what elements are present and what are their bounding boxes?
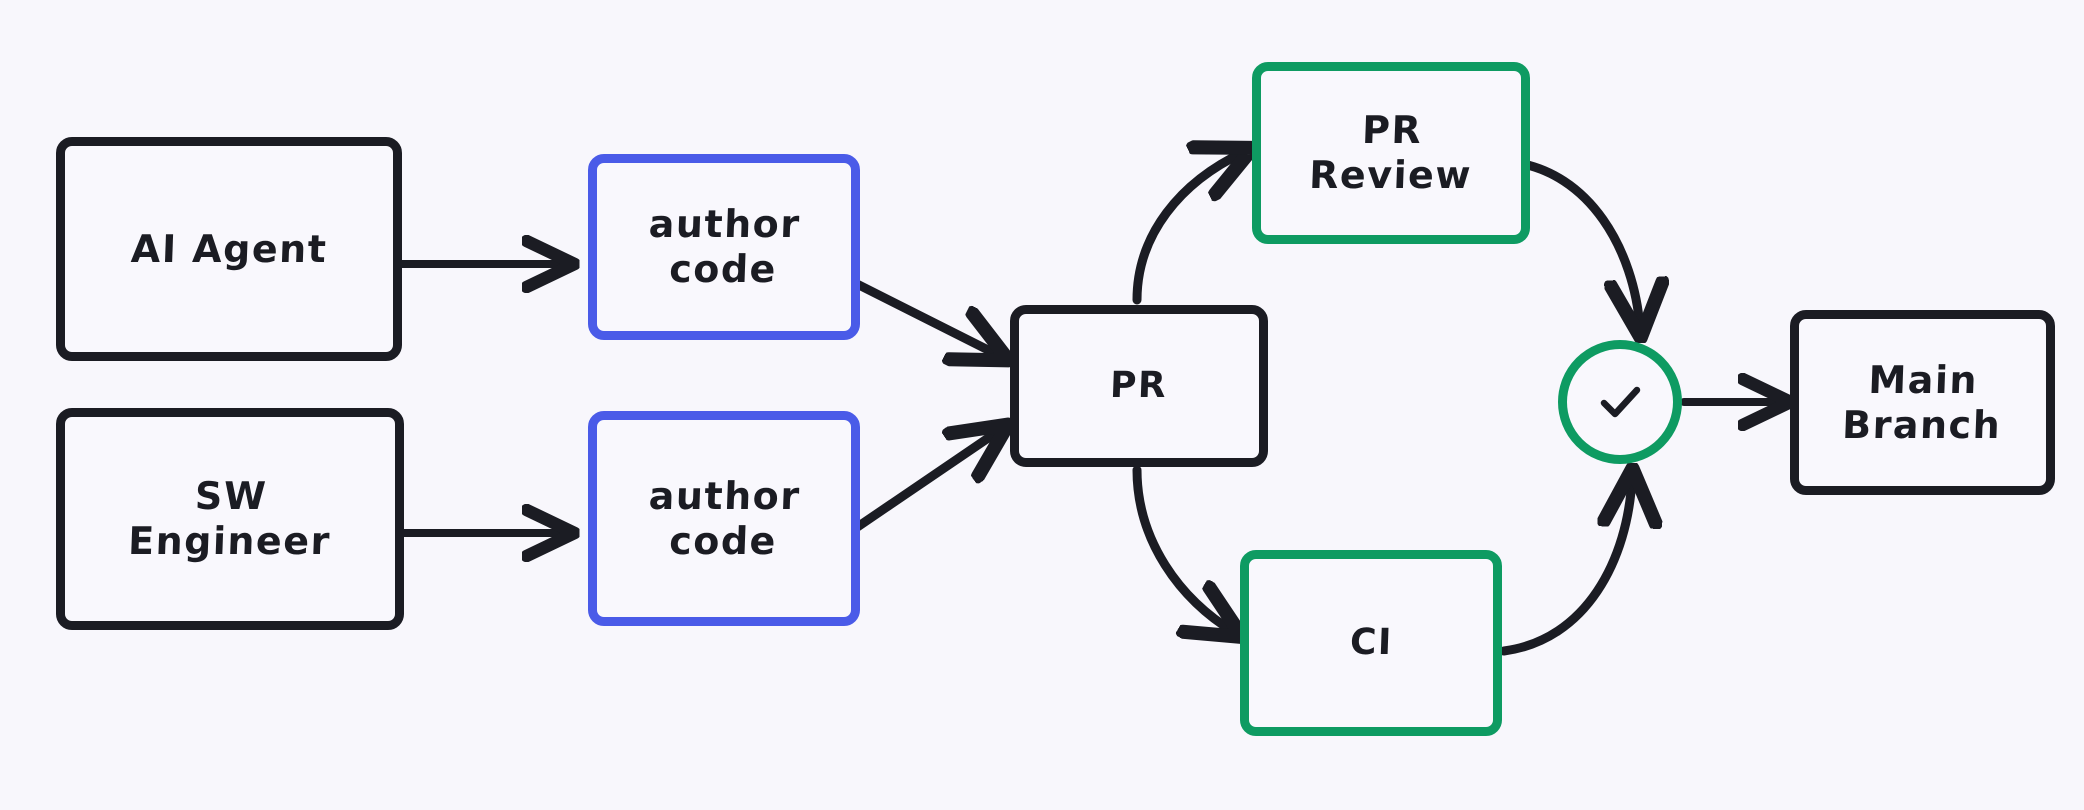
edge-pr-to-ci	[1132, 465, 1234, 632]
edge-author-code-top-to-pr	[850, 278, 1000, 356]
node-main-branch-label: Main Branch	[1841, 357, 2002, 447]
node-pr-review[interactable]: PR Review	[1252, 62, 1530, 244]
node-author-code-engineer[interactable]: author code	[588, 411, 860, 626]
edge-pr-to-pr-review	[1132, 152, 1244, 305]
node-ai-agent[interactable]: AI Agent	[56, 137, 402, 361]
node-author-code-agent[interactable]: author code	[588, 154, 860, 340]
node-sw-engineer-label: SW Engineer	[127, 474, 332, 563]
node-ci[interactable]: CI	[1240, 550, 1502, 736]
node-author-code-agent-label: author code	[648, 202, 802, 291]
node-ci-label: CI	[1348, 621, 1394, 663]
edge-pr-review-to-check	[1507, 157, 1640, 328]
check-mark-icon[interactable]	[1558, 340, 1682, 464]
node-main-branch[interactable]: Main Branch	[1790, 310, 2055, 495]
node-pr[interactable]: PR	[1010, 305, 1268, 467]
node-author-code-engineer-label: author code	[648, 473, 802, 563]
node-ai-agent-label: AI Agent	[130, 226, 328, 271]
edge-author-code-bottom-to-pr	[848, 430, 1000, 535]
edge-ci-to-check	[1499, 478, 1632, 656]
node-sw-engineer[interactable]: SW Engineer	[56, 408, 404, 630]
node-pr-review-label: PR Review	[1308, 108, 1473, 197]
node-pr-label: PR	[1109, 364, 1169, 406]
